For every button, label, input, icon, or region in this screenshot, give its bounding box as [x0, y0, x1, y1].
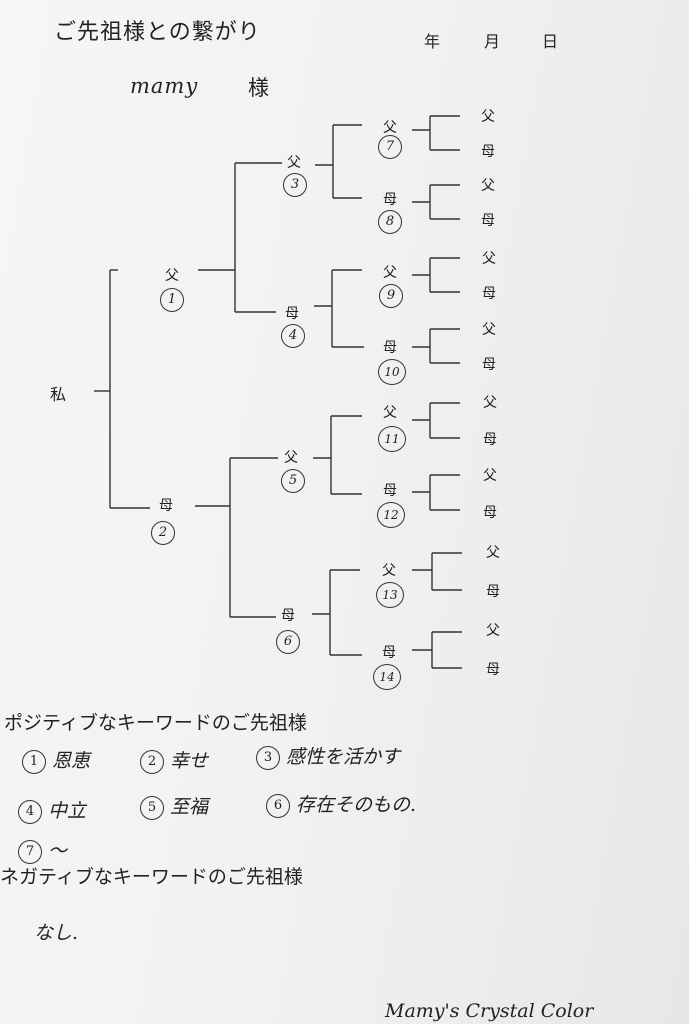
client-honorific: 様 [248, 76, 269, 100]
keyword-number: 5 [140, 796, 164, 820]
gen2-number: 6 [276, 630, 300, 654]
negative-answer: なし. [34, 922, 79, 944]
gen3-label: 父 [382, 563, 396, 579]
gen3-label: 父 [383, 120, 397, 136]
keyword-text: 〜 [48, 840, 68, 862]
gen1-father-label: 父 [165, 268, 179, 284]
date-year-label: 年 [424, 32, 441, 51]
brand-signature: Mamy's Crystal Color [385, 1000, 594, 1022]
gen1-father-number: 1 [160, 288, 184, 312]
self-label: 私 [50, 385, 67, 404]
gen3-number: 9 [379, 284, 403, 308]
gen2-number: 5 [281, 469, 305, 493]
gen3-label: 母 [383, 340, 397, 356]
gen4-label: 母 [483, 432, 497, 448]
gen3-number: 8 [378, 210, 402, 234]
gen2-number: 4 [281, 324, 305, 348]
keyword-number: 4 [18, 800, 42, 824]
gen1-mother-label: 母 [159, 498, 173, 514]
positive-keyword: 2 幸せ [140, 746, 208, 774]
keyword-text: 幸せ [170, 750, 209, 772]
positive-keyword: 1 恩恵 [22, 746, 90, 774]
family-tree-lines [94, 115, 462, 669]
gen4-label: 父 [481, 178, 495, 194]
gen3-number: 7 [378, 135, 402, 159]
date-month-label: 月 [484, 32, 501, 51]
gen4-label: 母 [481, 213, 495, 229]
gen2-label: 父 [284, 450, 298, 466]
gen3-label: 父 [383, 405, 397, 421]
gen4-label: 母 [481, 144, 495, 160]
gen3-label: 母 [383, 192, 397, 208]
keyword-text: 感性を活かす [286, 746, 401, 768]
client-name: mamy [130, 74, 199, 98]
keyword-number: 1 [22, 750, 46, 774]
gen4-label: 母 [483, 505, 497, 521]
gen3-label: 母 [383, 483, 397, 499]
positive-keyword: 6 存在そのもの. [266, 790, 416, 818]
gen4-label: 父 [486, 623, 500, 639]
keyword-text: 存在そのもの. [296, 794, 417, 816]
gen2-label: 母 [285, 306, 299, 322]
gen4-label: 父 [483, 395, 497, 411]
gen4-label: 母 [486, 662, 500, 678]
page-title: ご先祖様との繋がり [54, 20, 261, 45]
gen1-mother-number: 2 [151, 521, 175, 545]
gen4-label: 父 [486, 545, 500, 561]
gen3-label: 父 [383, 265, 397, 281]
gen3-number: 12 [377, 502, 405, 528]
gen4-label: 父 [481, 109, 495, 125]
gen3-number: 11 [378, 426, 406, 452]
negative-heading: ネガティブなキーワードのご先祖様 [0, 866, 303, 888]
gen3-label: 母 [382, 645, 396, 661]
gen2-label: 父 [287, 155, 301, 171]
gen3-number: 14 [373, 664, 401, 690]
positive-keyword: 7〜 [18, 836, 67, 864]
gen4-label: 父 [483, 468, 497, 484]
positive-keyword: 4 中立 [18, 796, 86, 824]
positive-heading: ポジティブなキーワードのご先祖様 [4, 712, 307, 734]
date-day-label: 日 [542, 32, 559, 51]
positive-keyword: 3 感性を活かす [256, 742, 400, 770]
keyword-number: 2 [140, 750, 164, 774]
gen4-label: 母 [482, 286, 496, 302]
gen2-number: 3 [283, 173, 307, 197]
gen3-number: 10 [378, 359, 406, 385]
keyword-number: 6 [266, 794, 290, 818]
gen4-label: 母 [482, 357, 496, 373]
gen4-label: 父 [482, 251, 496, 267]
keyword-text: 恩恵 [52, 750, 91, 772]
gen2-label: 母 [281, 608, 295, 624]
positive-keyword: 5 至福 [140, 792, 208, 820]
keyword-number: 3 [256, 746, 280, 770]
keyword-number: 7 [18, 840, 42, 864]
gen4-label: 父 [482, 322, 496, 338]
gen3-number: 13 [376, 582, 404, 608]
keyword-text: 至福 [170, 796, 209, 818]
gen4-label: 母 [486, 584, 500, 600]
keyword-text: 中立 [48, 800, 87, 822]
